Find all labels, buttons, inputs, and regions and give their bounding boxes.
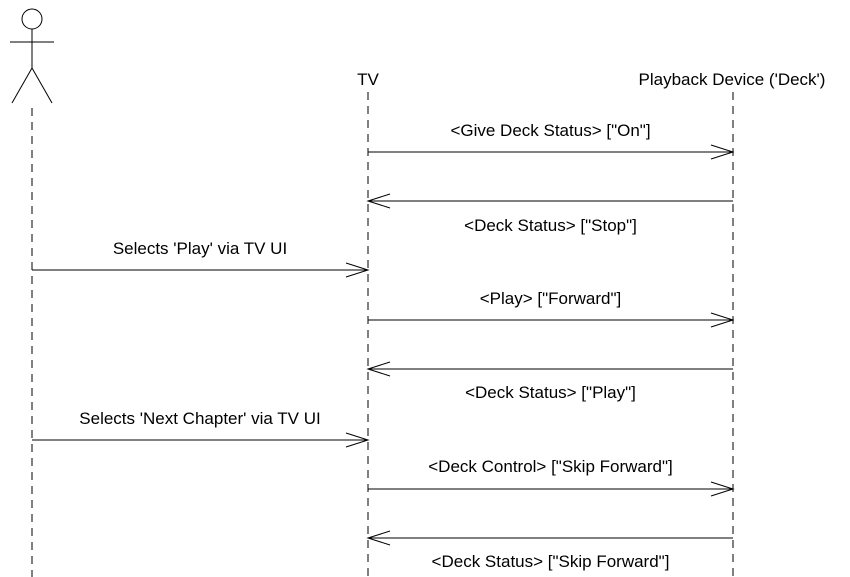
message-label: <Deck Status> ["Play"] <box>465 383 636 402</box>
message-label: <Play> ["Forward"] <box>480 289 622 308</box>
message-label: <Give Deck Status> ["On"] <box>450 121 650 140</box>
message-5: <Deck Status> ["Play"] <box>366 361 733 402</box>
message-8: <Deck Status> ["Skip Forward"] <box>366 530 733 571</box>
open-arrowhead-icon <box>366 361 391 377</box>
message-label: Selects 'Play' via TV UI <box>113 239 287 258</box>
message-6: Selects 'Next Chapter' via TV UI <box>32 409 370 448</box>
message-4: <Play> ["Forward"] <box>368 289 735 328</box>
message-label: Selects 'Next Chapter' via TV UI <box>79 409 320 428</box>
open-arrowhead-icon <box>345 262 370 278</box>
open-arrowhead-icon <box>366 193 391 209</box>
message-1: <Give Deck Status> ["On"] <box>368 121 735 160</box>
open-arrowhead-icon <box>710 144 735 160</box>
message-3: Selects 'Play' via TV UI <box>32 239 370 278</box>
open-arrowhead-icon <box>366 530 391 546</box>
message-label: <Deck Status> ["Skip Forward"] <box>432 552 670 571</box>
open-arrowhead-icon <box>345 432 370 448</box>
open-arrowhead-icon <box>710 481 735 497</box>
participant-tv-label: TV <box>357 70 379 89</box>
message-label: <Deck Status> ["Stop"] <box>464 216 637 235</box>
message-label: <Deck Control> ["Skip Forward"] <box>428 457 673 476</box>
participant-deck-label: Playback Device ('Deck') <box>639 70 826 89</box>
user-actor-icon <box>10 8 54 104</box>
message-7: <Deck Control> ["Skip Forward"] <box>368 457 735 497</box>
messages-group: <Give Deck Status> ["On"] <Deck Status> [… <box>32 121 735 571</box>
open-arrowhead-icon <box>710 312 735 328</box>
message-2: <Deck Status> ["Stop"] <box>366 193 733 235</box>
